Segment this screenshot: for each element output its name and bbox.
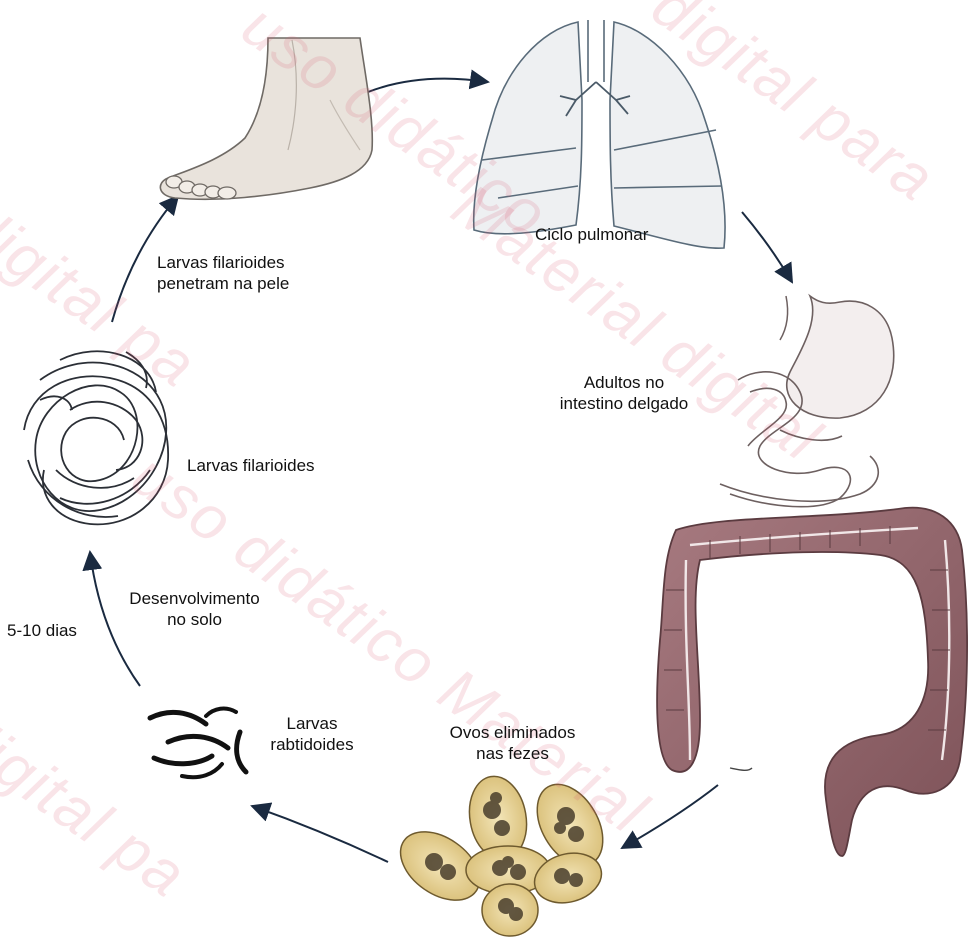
label-rhabditiform-line1: Larvas (262, 713, 362, 734)
label-adults: Adultos no intestino delgado (544, 372, 704, 414)
label-development: Desenvolvimento no solo (112, 588, 277, 630)
arrow-lungs-to-intestine (742, 212, 792, 282)
arrow-eggs-to-rhabditiform (252, 806, 388, 862)
stomach-icon (780, 296, 894, 418)
label-adults-line2: intestino delgado (544, 393, 704, 414)
filariform-larvae-icon (24, 351, 168, 524)
label-eggs-line2: nas fezes (430, 743, 595, 764)
foot-icon (160, 38, 372, 199)
label-development-line2: no solo (112, 609, 277, 630)
label-development-line1: Desenvolvimento (112, 588, 277, 609)
label-skin-line1: Larvas filarioides (157, 252, 289, 273)
arrow-foot-to-lungs (368, 79, 488, 92)
lungs-icon (474, 20, 725, 248)
label-rhabditiform: Larvas rabtidoides (262, 713, 362, 755)
arrow-intestine-to-eggs (622, 785, 718, 848)
label-filariform: Larvas filarioides (187, 455, 315, 476)
label-skin-line2: penetram na pele (157, 273, 289, 294)
label-days: 5-10 dias (7, 620, 77, 641)
label-adults-line1: Adultos no (544, 372, 704, 393)
label-lung-cycle: Ciclo pulmonar (535, 224, 648, 245)
label-eggs-line1: Ovos eliminados (430, 722, 595, 743)
rhabditiform-larvae-icon (150, 709, 246, 778)
label-skin-penetration: Larvas filarioides penetram na pele (157, 252, 289, 294)
label-rhabditiform-line2: rabtidoides (262, 734, 362, 755)
intestine-icon (657, 508, 967, 856)
label-eggs: Ovos eliminados nas fezes (430, 722, 595, 764)
eggs-icon (388, 772, 616, 936)
